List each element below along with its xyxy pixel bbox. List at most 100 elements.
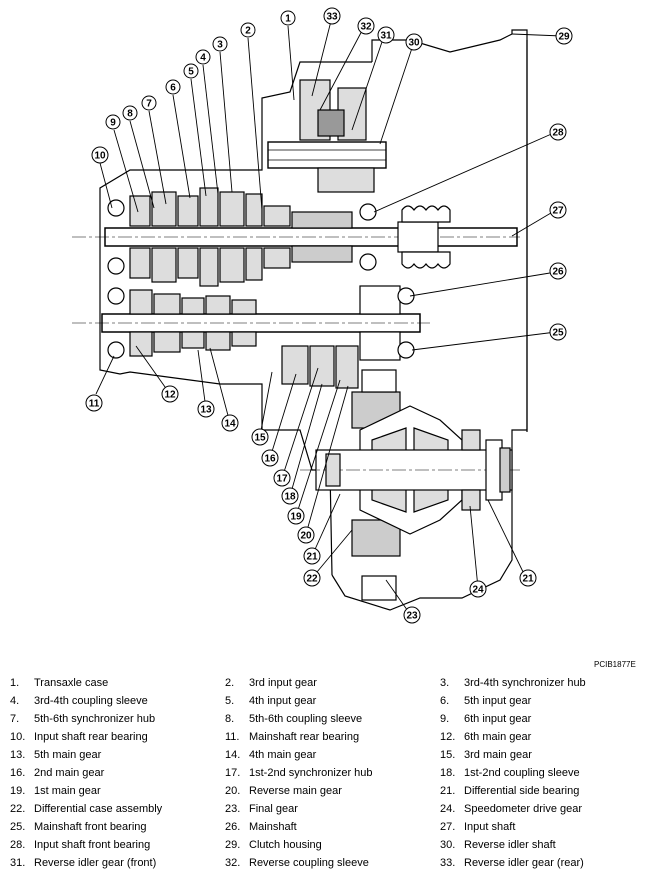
callout-23: 23 xyxy=(403,606,421,624)
callout-24: 24 xyxy=(469,580,487,598)
legend-item: 26.Mainshaft xyxy=(225,821,297,833)
legend-item: 20.Reverse main gear xyxy=(225,785,342,797)
legend-item: 27.Input shaft xyxy=(440,821,516,833)
transaxle-cross-section-diagram: 1 2 3 4 5 6 7 8 9 10 11 12 13 14 15 16 1… xyxy=(72,7,573,624)
callout-9: 9 xyxy=(105,114,121,130)
legend-row: 7.5th-6th synchronizer hub 8.5th-6th cou… xyxy=(10,713,640,731)
callout-6: 6 xyxy=(165,79,181,95)
svg-text:7: 7 xyxy=(146,99,152,110)
legend-item: 2.3rd input gear xyxy=(225,677,317,689)
svg-text:21: 21 xyxy=(522,574,534,585)
callout-1: 1 xyxy=(280,10,296,26)
legend-item: 9.6th input gear xyxy=(440,713,532,725)
speedometer-drive-gear-shape xyxy=(461,429,481,451)
legend-item: 32.Reverse coupling sleeve xyxy=(225,857,369,869)
input-shaft-rear-bearing-shape xyxy=(107,199,125,217)
legend-item: 21.Differential side bearing xyxy=(440,785,580,797)
callout-25: 25 xyxy=(549,323,567,341)
svg-text:6: 6 xyxy=(170,83,176,94)
svg-text:30: 30 xyxy=(408,38,420,49)
svg-text:3: 3 xyxy=(217,40,223,51)
svg-text:23: 23 xyxy=(406,611,418,622)
figure-code: PCIB1877E xyxy=(594,660,636,669)
legend-row: 31.Reverse idler gear (front) 32.Reverse… xyxy=(10,857,640,875)
svg-text:10: 10 xyxy=(94,151,106,162)
legend-item: 24.Speedometer drive gear xyxy=(440,803,583,815)
svg-text:22: 22 xyxy=(306,574,318,585)
legend-item: 10.Input shaft rear bearing xyxy=(10,731,148,743)
legend-row: 16.2nd main gear 17.1st-2nd synchronizer… xyxy=(10,767,640,785)
svg-text:11: 11 xyxy=(89,399,100,410)
legend-row: 28.Input shaft front bearing 29.Clutch h… xyxy=(10,839,640,857)
callout-8: 8 xyxy=(122,105,138,121)
legend-row: 4.3rd-4th coupling sleeve 5.4th input ge… xyxy=(10,695,640,713)
legend-item: 19.1st main gear xyxy=(10,785,101,797)
callout-29: 29 xyxy=(555,27,573,45)
svg-text:21: 21 xyxy=(306,552,318,563)
legend-item: 12.6th main gear xyxy=(440,731,532,743)
callout-30: 30 xyxy=(405,33,423,51)
legend-row: 19.1st main gear 20.Reverse main gear 21… xyxy=(10,785,640,803)
callout-18: 18 xyxy=(281,487,299,505)
main-gears-cluster xyxy=(129,289,359,389)
legend-item: 6.5th input gear xyxy=(440,695,532,707)
callout-11: 11 xyxy=(85,394,103,412)
differential-shaft xyxy=(315,449,513,491)
svg-text:32: 32 xyxy=(360,22,372,33)
svg-text:14: 14 xyxy=(224,419,236,430)
legend-item: 17.1st-2nd synchronizer hub xyxy=(225,767,373,779)
legend-row: 22.Differential case assembly 23.Final g… xyxy=(10,803,640,821)
callout-21-right: 21 xyxy=(519,569,537,587)
svg-text:4: 4 xyxy=(200,53,206,64)
legend-item: 7.5th-6th synchronizer hub xyxy=(10,713,156,725)
legend-item: 15.3rd main gear xyxy=(440,749,532,761)
callout-27: 27 xyxy=(549,201,567,219)
legend-item: 5.4th input gear xyxy=(225,695,317,707)
legend-row: 1.Transaxle case 2.3rd input gear 3.3rd-… xyxy=(10,677,640,695)
callout-16: 16 xyxy=(261,449,279,467)
mainshaft-front-bearing-shape xyxy=(397,287,415,305)
svg-text:26: 26 xyxy=(552,267,564,278)
svg-text:18: 18 xyxy=(284,492,296,503)
callout-26: 26 xyxy=(549,262,567,280)
legend-row: 13.5th main gear 14.4th main gear 15.3rd… xyxy=(10,749,640,767)
legend-row: 10.Input shaft rear bearing 11.Mainshaft… xyxy=(10,731,640,749)
legend-item: 11.Mainshaft rear bearing xyxy=(225,731,360,743)
svg-text:5: 5 xyxy=(188,67,194,78)
callout-4: 4 xyxy=(195,49,211,65)
legend-item: 28.Input shaft front bearing xyxy=(10,839,151,851)
svg-text:29: 29 xyxy=(558,32,570,43)
mainshaft-rear-bearing-shape xyxy=(107,287,125,305)
callout-5: 5 xyxy=(183,63,199,79)
legend-item: 31.Reverse idler gear (front) xyxy=(10,857,157,869)
callout-17: 17 xyxy=(273,469,291,487)
legend-item: 3.3rd-4th synchronizer hub xyxy=(440,677,586,689)
reverse-coupling-sleeve-shape xyxy=(317,109,345,137)
svg-text:9: 9 xyxy=(110,118,116,129)
callout-13: 13 xyxy=(197,400,215,418)
callout-2: 2 xyxy=(240,22,256,38)
legend-item: 16.2nd main gear xyxy=(10,767,105,779)
input-shaft-front-bearing-shape xyxy=(359,203,377,221)
svg-text:28: 28 xyxy=(552,128,564,139)
reverse-idler-shaft xyxy=(267,141,387,169)
legend-row: 25.Mainshaft front bearing 26.Mainshaft … xyxy=(10,821,640,839)
callout-7: 7 xyxy=(141,95,157,111)
legend-item: 23.Final gear xyxy=(225,803,298,815)
input-gears-cluster xyxy=(129,187,291,287)
callout-21-left: 21 xyxy=(303,547,321,565)
svg-text:12: 12 xyxy=(164,390,176,401)
svg-text:24: 24 xyxy=(472,585,484,596)
callout-19: 19 xyxy=(287,507,305,525)
legend-item: 8.5th-6th coupling sleeve xyxy=(225,713,363,725)
callout-32: 32 xyxy=(357,17,375,35)
callout-28: 28 xyxy=(549,123,567,141)
callout-20: 20 xyxy=(297,526,315,544)
callout-33: 33 xyxy=(323,7,341,25)
callout-14: 14 xyxy=(221,414,239,432)
svg-text:16: 16 xyxy=(264,454,276,465)
svg-text:20: 20 xyxy=(300,531,312,542)
legend-item: 25.Mainshaft front bearing xyxy=(10,821,147,833)
callout-15: 15 xyxy=(251,428,269,446)
svg-text:2: 2 xyxy=(245,26,251,37)
